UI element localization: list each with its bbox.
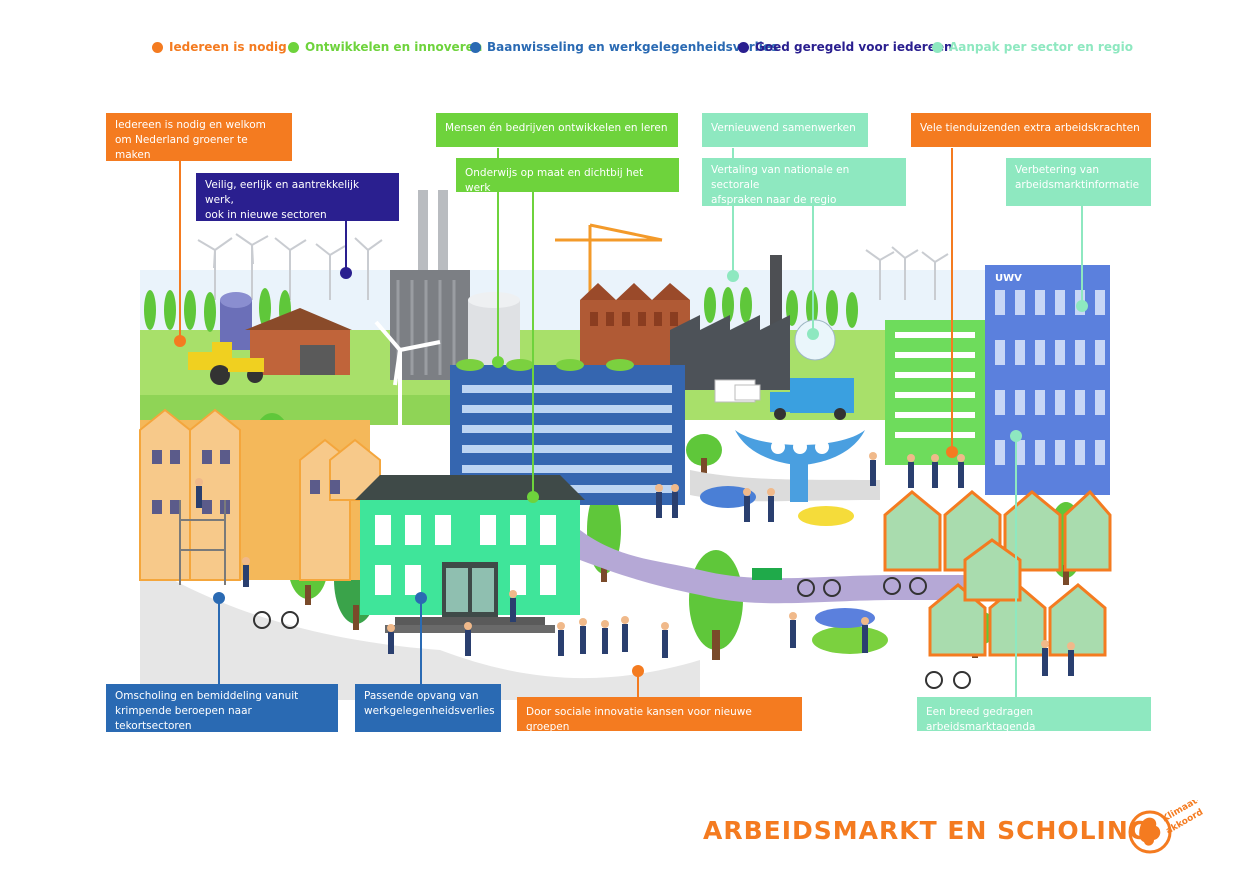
legend-item-iedereen-nodig: Iedereen is nodig [152,40,287,54]
label-veilig-werk: Veilig, eerlijk en aantrekkelijk werk, o… [196,173,399,221]
crane-icon [555,223,663,300]
label-passende: Passende opvang van werkgelegenheidsverl… [355,684,501,732]
marker-dot-icon [807,328,819,340]
label-line: Iedereen is nodig en welkom [115,119,266,131]
marker-dot-icon [946,446,958,458]
legend-dot-icon [152,41,163,53]
legend-item-aanpak: Aanpak per sector en regio [932,40,1133,54]
marker-dot-icon [213,592,225,604]
label-line: afspraken naar de regio [711,194,837,206]
label-line: Vertaling van nationale en sectorale [711,164,850,191]
marker-dot-icon [340,267,352,279]
legend: Iedereen is nodig Ontwikkelen en innover… [0,40,1250,60]
label-line: Vernieuwend samenwerken [711,122,856,134]
marker-dot-icon [1076,300,1088,312]
marker-dot-icon [1010,430,1022,442]
label-line: Onderwijs op maat en dichtbij het werk [465,167,644,194]
legend-dot-icon [470,41,481,53]
legend-dot-icon [932,41,943,53]
label-iedereen-nodig: Iedereen is nodig en welkom om Nederland… [106,113,292,161]
label-breed: Een breed gedragen arbeidsmarktagenda [917,697,1151,733]
label-line: om Nederland groener te maken [115,134,248,161]
bicycle-icon [253,577,971,689]
label-line: arbeidsmarktinformatie [1015,179,1140,191]
label-omscholing: Omscholing en bemiddeling vanuit krimpen… [106,684,338,732]
marker-dot-icon [527,491,539,503]
label-verbetering: Verbetering van arbeidsmarktinformatie [1006,158,1151,206]
legend-label: Goed geregeld voor iedereen [755,40,953,54]
label-line: krimpende beroepen naar tekortsectoren [115,705,252,732]
label-line: Mensen én bedrijven ontwikkelen en leren [445,122,668,134]
uwv-sign: UWV [995,273,1022,284]
label-line: Veilig, eerlijk en aantrekkelijk werk, [205,179,360,206]
marker-dot-icon [415,592,427,604]
marker-dot-icon [174,335,186,347]
legend-dot-icon [288,41,299,53]
label-line: werkgelegenheidsverlies [364,705,495,717]
legend-dot-icon [738,41,749,53]
legend-item-baanwisseling: Baanwisseling en werkgelegenheidsverlies [470,40,778,54]
label-line: Omscholing en bemiddeling vanuit [115,690,299,702]
label-line: Een breed gedragen arbeidsmarktagenda [926,706,1036,733]
label-line: Door sociale innovatie kansen voor nieuw… [526,706,752,733]
label-tienduizenden: Vele tienduizenden extra arbeidskrachten [911,113,1151,147]
legend-label: Aanpak per sector en regio [949,40,1133,54]
page-title: ARBEIDSMARKT EN SCHOLING [703,816,1151,845]
legend-label: Ontwikkelen en innoveren [305,40,483,54]
label-line: ook in nieuwe sectoren [205,209,327,221]
label-line: Verbetering van [1015,164,1100,176]
legend-item-goed-geregeld: Goed geregeld voor iedereen [738,40,953,54]
marker-dot-icon [727,270,739,282]
legend-label: Iedereen is nodig [169,40,287,54]
legend-item-ontwikkelen: Ontwikkelen en innoveren [288,40,482,54]
marker-dot-icon [632,665,644,677]
label-line: Passende opvang van [364,690,479,702]
legend-label: Baanwisseling en werkgelegenheidsverlies [487,40,779,54]
label-onderwijs: Onderwijs op maat en dichtbij het werk [456,158,679,194]
klimaatakkoord-logo-icon: Klimaat- akkoord [1128,800,1205,854]
label-line: Vele tienduizenden extra arbeidskrachten [920,122,1140,134]
label-mensen-bedrijven: Mensen én bedrijven ontwikkelen en leren [436,113,678,147]
marker-dot-icon [492,356,504,368]
label-vernieuwend: Vernieuwend samenwerken [702,113,868,147]
label-vertaling: Vertaling van nationale en sectorale afs… [702,158,906,206]
wind-turbines-icon [197,233,949,300]
label-sociale-innovatie: Door sociale innovatie kansen voor nieuw… [517,697,802,733]
